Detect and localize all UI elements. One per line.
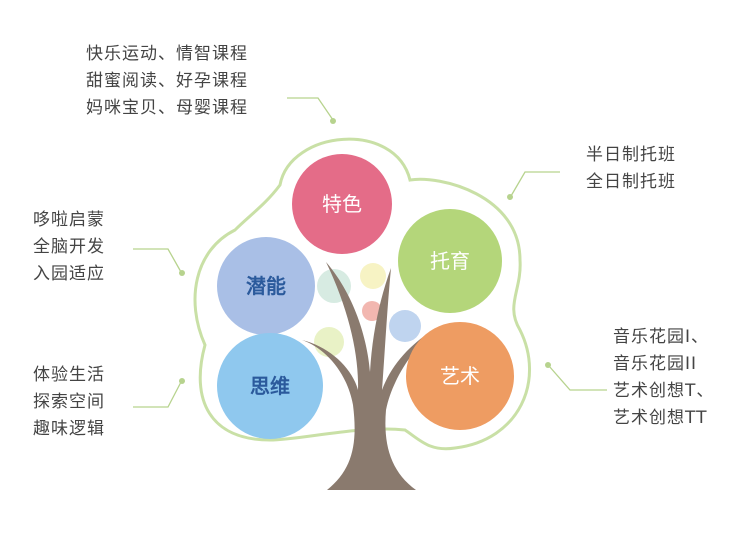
bubble-blue	[389, 310, 421, 342]
label-teshe: 特色	[322, 192, 362, 216]
leader-line-bottom-left	[133, 381, 182, 408]
label-tuoyu: 托育	[430, 249, 470, 273]
circle-yishu[interactable]	[406, 322, 514, 430]
annotation-line: 全日制托班	[586, 172, 676, 192]
bubble-pink	[362, 301, 382, 321]
label-qianneng: 潜能	[246, 274, 286, 298]
annotation-line: 全脑开发	[33, 237, 105, 257]
leader-line-top	[287, 97, 334, 121]
leader-line-left	[133, 248, 182, 273]
annotation-line: 快乐运动、情智课程	[86, 44, 248, 64]
annotation-left: 哆啦启蒙 全脑开发 入园适应	[33, 207, 133, 288]
annotation-line: 半日制托班	[586, 145, 676, 165]
leader-dot-top	[330, 118, 336, 124]
leader-dot-bottom-right	[545, 362, 551, 368]
annotation-line: 妈咪宝贝、母婴课程	[86, 98, 248, 118]
annotation-top-right: 半日制托班 全日制托班	[586, 142, 706, 196]
leader-dot-left	[179, 270, 185, 276]
label-siwei: 思维	[250, 374, 290, 398]
tree-trunk	[302, 262, 436, 490]
leader-dot-top-right	[507, 194, 513, 200]
circle-tuoyu[interactable]	[398, 209, 502, 313]
category-circles	[217, 154, 514, 439]
annotation-bottom-right: 音乐花园I、 音乐花园II 艺术创想T、 艺术创想TT	[613, 324, 738, 432]
circle-teshe[interactable]	[292, 154, 392, 254]
leader-line-bottom-right	[548, 365, 607, 391]
circle-siwei[interactable]	[217, 333, 323, 439]
annotation-line: 音乐花园I、	[613, 327, 710, 347]
annotation-line: 入园适应	[33, 264, 105, 284]
annotation-line: 音乐花园II	[613, 354, 698, 374]
annotation-line: 甜蜜阅读、好孕课程	[86, 71, 248, 91]
annotation-line: 探索空间	[33, 392, 105, 412]
annotation-line: 艺术创想TT	[613, 408, 708, 428]
label-yishu: 艺术	[440, 364, 480, 388]
leader-dots	[179, 118, 551, 384]
annotation-line: 哆啦启蒙	[33, 210, 105, 230]
annotation-line: 体验生活	[33, 365, 105, 385]
annotation-line: 趣味逻辑	[33, 419, 105, 439]
circle-qianneng[interactable]	[217, 237, 315, 335]
leader-dot-bottom-left	[179, 378, 185, 384]
annotation-top: 快乐运动、情智课程 甜蜜阅读、好孕课程 妈咪宝贝、母婴课程	[86, 41, 276, 122]
category-labels: 特色 托育 潜能 思维 艺术	[246, 192, 480, 398]
bubble-cream	[360, 263, 386, 289]
leader-line-top-right	[510, 171, 560, 197]
annotation-line: 艺术创想T、	[613, 381, 715, 401]
leader-lines	[133, 97, 607, 408]
annotation-bottom-left: 体验生活 探索空间 趣味逻辑	[33, 362, 133, 443]
